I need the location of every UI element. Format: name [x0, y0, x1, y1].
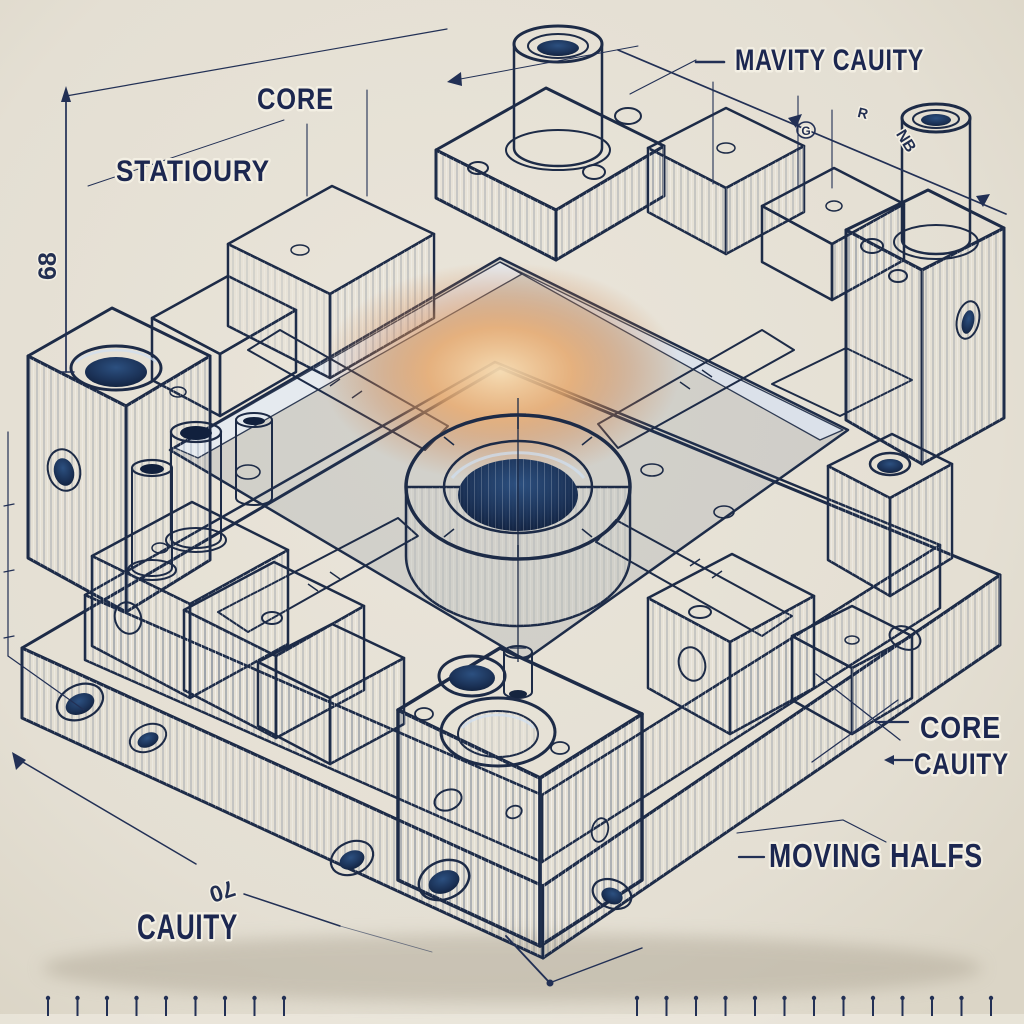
label-stationary-half: STATIOURY — [116, 155, 270, 188]
mold-assembly — [20, 24, 1006, 960]
label-cavity-top-right: MAVITY CAUITY — [735, 44, 924, 77]
dimension-lines — [3, 28, 1007, 987]
label-core-top: CORE — [257, 83, 334, 116]
leader-moving-half — [736, 819, 887, 843]
leader-right-cross — [811, 673, 901, 763]
ejector-pin-cylinders — [127, 412, 273, 581]
center-line — [510, 398, 526, 662]
ruler-tick-head — [104, 995, 110, 1001]
label-moving-half: MOVING HALFS — [769, 837, 983, 874]
dim-left-height: 68 — [34, 252, 62, 280]
base-face-bores — [55, 463, 922, 911]
label-core-right: CORE — [920, 710, 1001, 745]
ruler-tick-head — [634, 995, 640, 1001]
front-ring-bore — [439, 696, 557, 768]
ruler-tick-head — [752, 995, 758, 1001]
circled-mark — [688, 605, 712, 619]
right-mid-block — [826, 432, 954, 598]
ruler-tick-head — [664, 995, 669, 1001]
sprue-bushing-cylinder — [505, 24, 611, 171]
front-center-block — [396, 646, 644, 948]
ruler-tick-head — [841, 995, 846, 1001]
ruler-tick-head — [929, 995, 935, 1001]
right-corner-block — [844, 102, 1006, 466]
ground-shadow — [42, 934, 982, 1002]
dim-mark-g: G — [801, 124, 810, 138]
arrowhead — [976, 194, 990, 207]
ruler-tick-head — [782, 995, 787, 1001]
locating-ring — [404, 398, 632, 699]
label-cavity-right: CAUITY — [914, 748, 1009, 781]
copper-glow — [320, 262, 680, 482]
ruler-tick-head — [45, 995, 51, 1001]
guide-bushing-cylinder — [900, 102, 972, 256]
ruler-tick-head — [163, 995, 169, 1001]
ruler-tick-head — [693, 995, 699, 1001]
ruler-tick-head — [193, 995, 198, 1001]
dim-line-bottom-left — [15, 757, 197, 865]
ruler-tick-head — [959, 995, 964, 1001]
ruler-tick-head — [900, 995, 905, 1001]
ruler-tick-head — [252, 995, 257, 1001]
label-cavity-bottom-left: CAUITY — [137, 908, 238, 947]
ruler-tick-head — [988, 995, 994, 1001]
leader-bottom-center — [505, 935, 550, 983]
arrowhead — [447, 72, 462, 86]
bottom-margin-strip — [0, 1014, 1024, 1024]
sprue-plate — [434, 24, 666, 262]
ruler-ticks — [45, 995, 994, 1016]
circled-mark — [261, 611, 283, 625]
arrowhead — [61, 86, 71, 102]
front-right-blocks — [646, 552, 914, 736]
ruler-tick-head — [281, 995, 287, 1001]
left-front-blocks — [90, 500, 406, 766]
ruler-tick-head — [811, 995, 817, 1001]
arrowhead — [884, 755, 894, 765]
ruler-tick-head — [75, 995, 80, 1001]
ruler-tick-head — [723, 995, 728, 1001]
ruler-tick-head — [134, 995, 139, 1001]
circled-mark-g — [796, 121, 816, 139]
ruler-tick-head — [870, 995, 876, 1001]
ruler-tick-head — [222, 995, 228, 1001]
back-right-blocks — [646, 106, 913, 417]
arrowhead — [12, 752, 26, 770]
